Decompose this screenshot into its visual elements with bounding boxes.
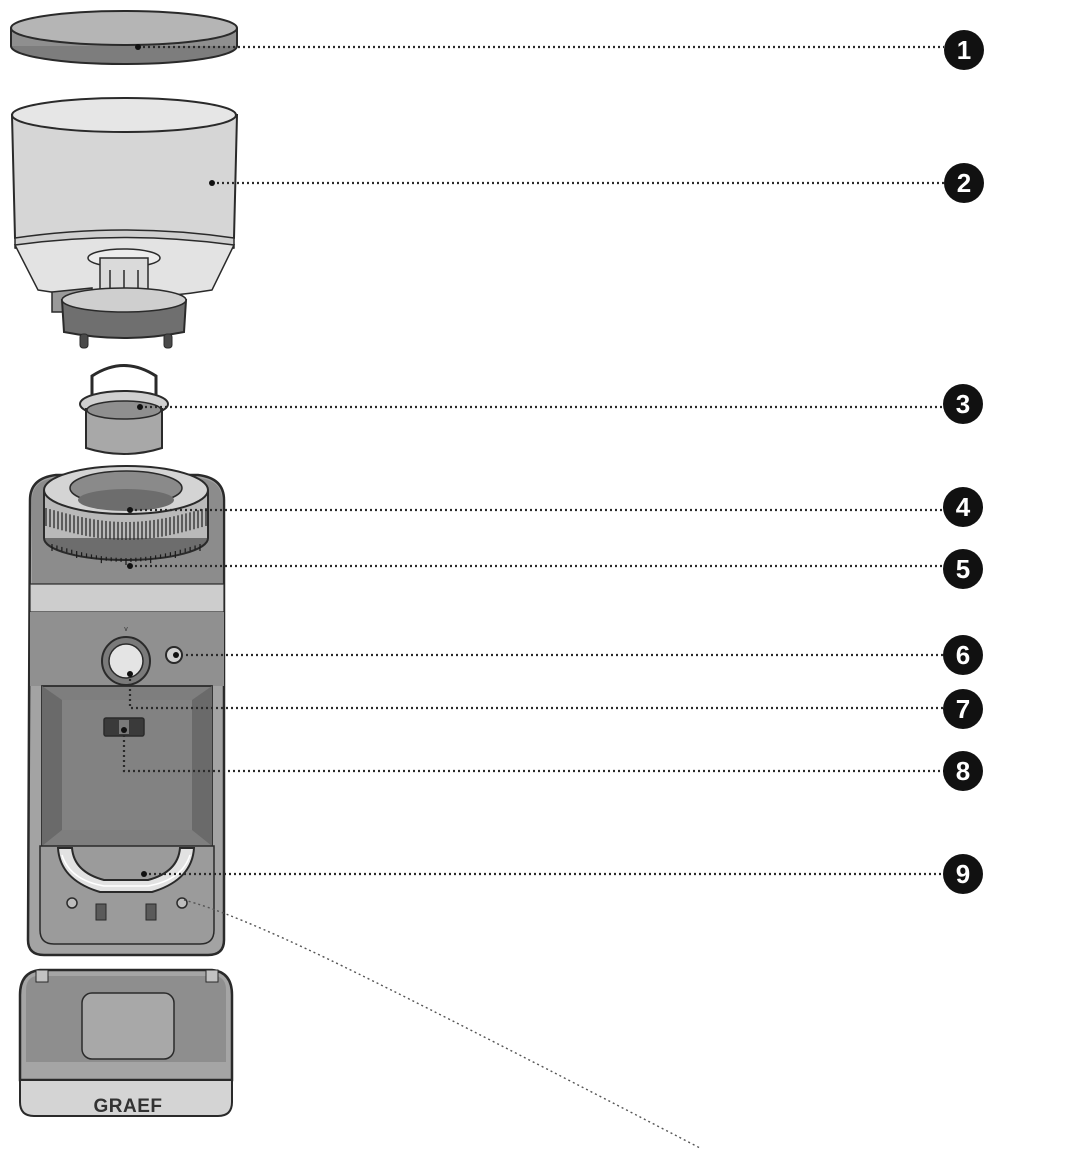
- control-knob: v: [101, 626, 151, 686]
- svg-text:v: v: [124, 626, 128, 633]
- leader-dots: [121, 44, 215, 877]
- callout-number-4: 4: [956, 492, 971, 522]
- callout-number-5: 5: [956, 554, 970, 584]
- grind-scale: [51, 544, 201, 565]
- drip-tray: GRAEF: [18, 968, 234, 1117]
- callout-marker-6: 6: [943, 635, 983, 675]
- callout-number-8: 8: [956, 756, 970, 786]
- bean-hopper: [10, 97, 239, 349]
- callout-number-3: 3: [956, 389, 970, 419]
- hopper-insert: [79, 364, 169, 455]
- callout-marker-5: 5: [943, 549, 983, 589]
- leader-line-8: [122, 730, 944, 773]
- leader-lines: [121, 44, 944, 1149]
- grind-adjust-ring: [43, 465, 209, 561]
- callout-marker-3: 3: [943, 384, 983, 424]
- callout-marker-7: 7: [943, 689, 983, 729]
- callout-number-6: 6: [956, 640, 970, 670]
- ring-ridges: [45, 508, 207, 540]
- brand-label: GRAEF: [94, 1096, 163, 1117]
- leader-line-extra: [183, 899, 701, 1149]
- callout-marker-8: 8: [943, 751, 983, 791]
- callout-marker-9: 9: [943, 854, 983, 894]
- callout-markers: 1 2 3 4 5 6 7 8: [943, 30, 984, 894]
- callout-number-9: 9: [956, 859, 970, 889]
- callout-number-1: 1: [957, 35, 971, 65]
- callout-number-7: 7: [956, 694, 970, 724]
- lid: [10, 10, 238, 65]
- callout-marker-4: 4: [943, 487, 983, 527]
- callout-marker-2: 2: [944, 163, 984, 203]
- callout-marker-1: 1: [944, 30, 984, 70]
- callout-number-2: 2: [957, 168, 971, 198]
- leader-line-7: [128, 674, 944, 710]
